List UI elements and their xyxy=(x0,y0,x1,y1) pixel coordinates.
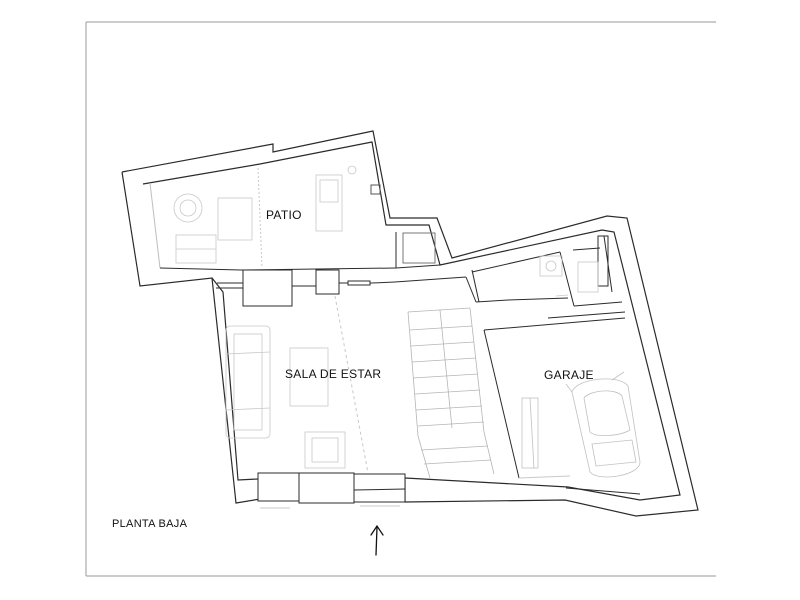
patio-furniture xyxy=(173,165,357,264)
sheet-frame xyxy=(85,21,716,577)
patio-windows xyxy=(216,269,372,307)
room-label-patio: PATIO xyxy=(266,208,302,222)
service-room xyxy=(471,235,626,319)
entrance-arrow xyxy=(370,524,384,556)
service-fixtures xyxy=(539,255,599,297)
room-label-living-room: SALA DE ESTAR xyxy=(285,367,382,381)
exterior-walls xyxy=(121,130,699,517)
front-openings xyxy=(257,472,406,509)
garage-area xyxy=(483,317,641,495)
garage-car xyxy=(521,371,641,478)
sheet-title: PLANTA BAJA xyxy=(112,518,188,530)
room-label-garage: GARAJE xyxy=(544,368,594,382)
living-room-furniture xyxy=(225,325,346,469)
living-room-area xyxy=(334,276,520,479)
staircase xyxy=(407,307,495,479)
